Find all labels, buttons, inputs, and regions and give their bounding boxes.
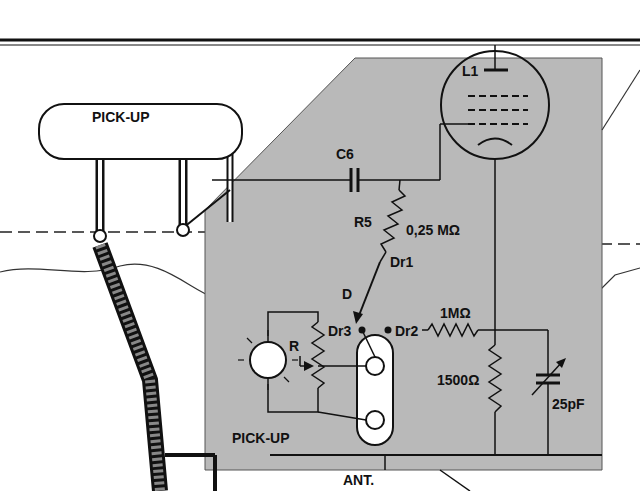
value-label: 1MΩ — [438, 305, 473, 321]
contact-label: Dr3 — [326, 323, 353, 339]
value-label: 25pF — [550, 396, 587, 412]
pickup-plate: PICK-UP — [38, 103, 243, 160]
node-text: PICK-UP — [92, 109, 150, 125]
component-label: R — [287, 338, 301, 354]
switch-label: Dr1 — [388, 254, 415, 270]
contact-label: Dr2 — [393, 323, 420, 339]
pickup-label: PICK-UP — [230, 430, 292, 446]
switch-label: D — [340, 286, 354, 302]
antenna-label: ANT. — [341, 472, 376, 488]
component-label: R5 — [352, 214, 374, 230]
value-label: 0,25 MΩ — [404, 222, 462, 238]
node-text: L1 — [462, 63, 478, 79]
component-label: C6 — [334, 146, 356, 162]
value-label: 1500Ω — [435, 372, 481, 388]
tube-symbol: L1 — [440, 50, 550, 160]
